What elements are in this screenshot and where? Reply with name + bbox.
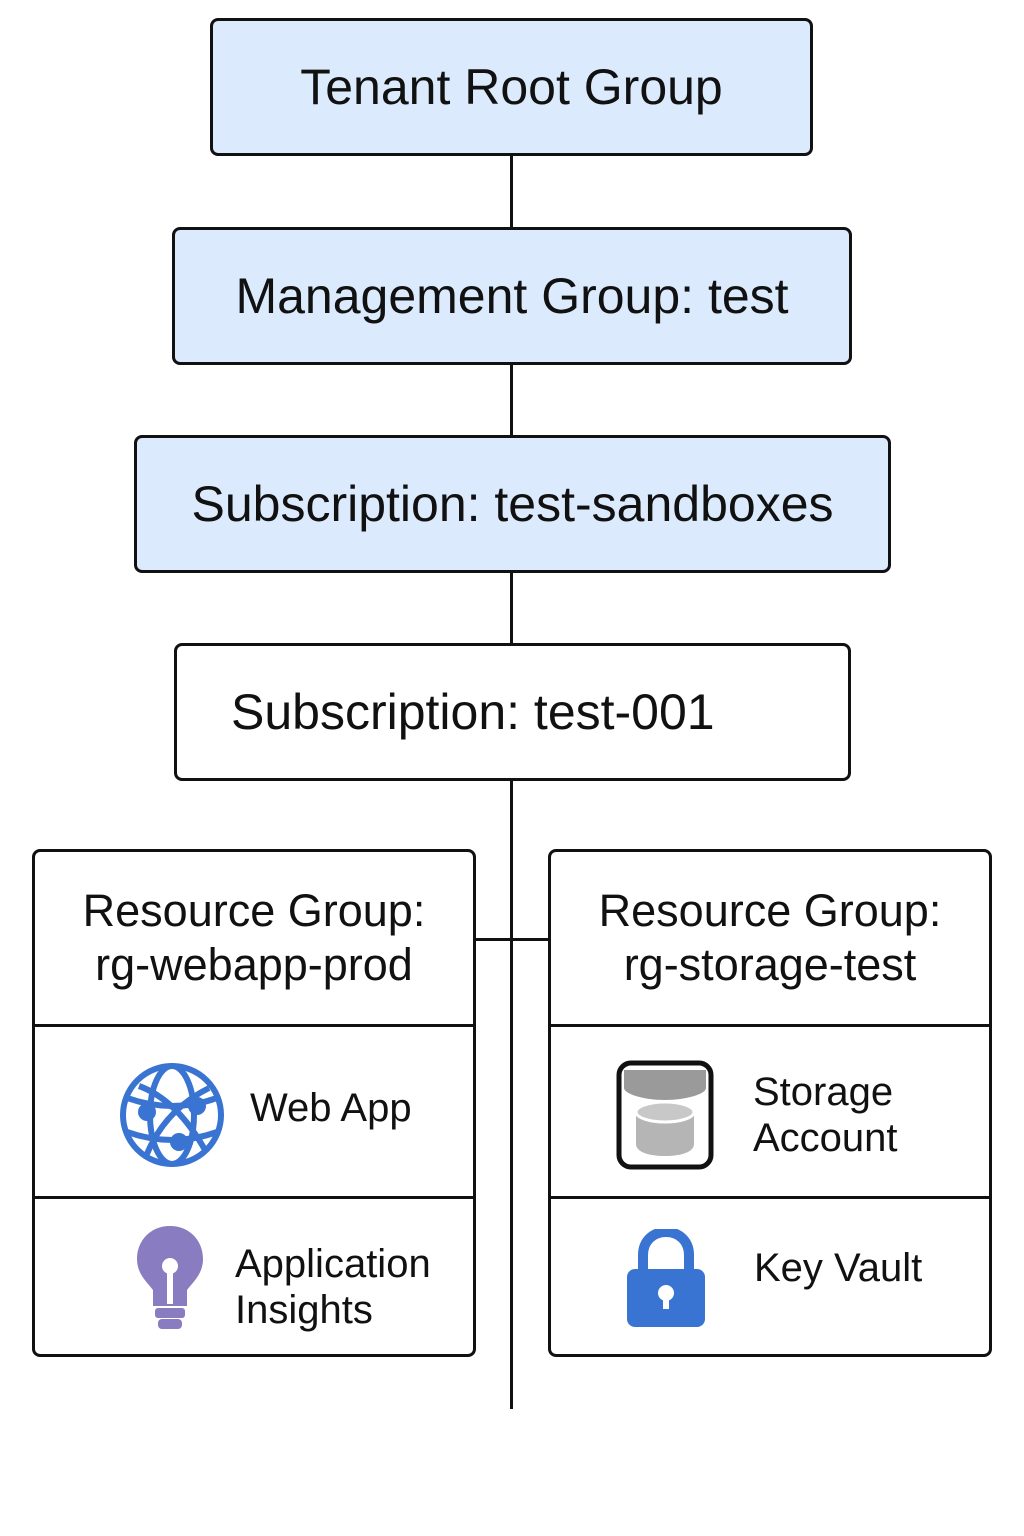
connector-branch-rgs (474, 938, 550, 941)
resource-group-webapp-name: rg-webapp-prod (95, 939, 413, 990)
web-app-label: Web App (250, 1085, 412, 1131)
connector-test001-trunk (510, 779, 513, 1409)
management-group-label: Management Group: test (235, 268, 789, 324)
connector-mg-to-sub-sandboxes (510, 363, 513, 438)
resource-application-insights: Application Insights (35, 1199, 473, 1354)
storage-account-label-line1: Storage (753, 1070, 894, 1114)
subscription-test001-box: Subscription: test-001 (174, 643, 851, 781)
storage-cylinder-icon (616, 1060, 714, 1175)
globe-network-icon (117, 1060, 227, 1175)
key-vault-label-text: Key Vault (754, 1246, 923, 1290)
padlock-icon (625, 1226, 707, 1334)
storage-account-label: Storage Account (753, 1069, 898, 1161)
subscription-sandboxes-box: Subscription: test-sandboxes (134, 435, 891, 573)
lightbulb-icon (135, 1224, 205, 1337)
web-app-label-text: Web App (250, 1086, 412, 1130)
key-vault-label: Key Vault (754, 1245, 922, 1291)
management-group-box: Management Group: test (172, 227, 852, 365)
resource-group-webapp: Resource Group: rg-webapp-prod (32, 849, 476, 1357)
connector-sandboxes-to-test001 (510, 571, 513, 646)
application-insights-label-line2: Insights (235, 1288, 373, 1332)
resource-group-webapp-title: Resource Group: (82, 885, 426, 936)
resource-group-storage-header: Resource Group: rg-storage-test (551, 852, 989, 1027)
resource-group-storage-title: Resource Group: (598, 885, 942, 936)
resource-group-storage-name: rg-storage-test (623, 939, 917, 990)
resource-key-vault: Key Vault (551, 1199, 989, 1354)
application-insights-label-line1: Application (235, 1242, 431, 1286)
connector-tenant-to-mg (510, 155, 513, 230)
resource-storage-account: Storage Account (551, 1027, 989, 1199)
application-insights-label: Application Insights (235, 1241, 431, 1333)
resource-group-storage: Resource Group: rg-storage-test Storage … (548, 849, 992, 1357)
subscription-test001-label: Subscription: test-001 (231, 684, 715, 740)
tenant-root-group-label: Tenant Root Group (300, 59, 723, 115)
subscription-sandboxes-label: Subscription: test-sandboxes (191, 476, 834, 532)
storage-account-label-line2: Account (753, 1116, 898, 1160)
tenant-root-group-box: Tenant Root Group (210, 18, 813, 156)
resource-group-webapp-header: Resource Group: rg-webapp-prod (35, 852, 473, 1027)
resource-web-app: Web App (35, 1027, 473, 1199)
